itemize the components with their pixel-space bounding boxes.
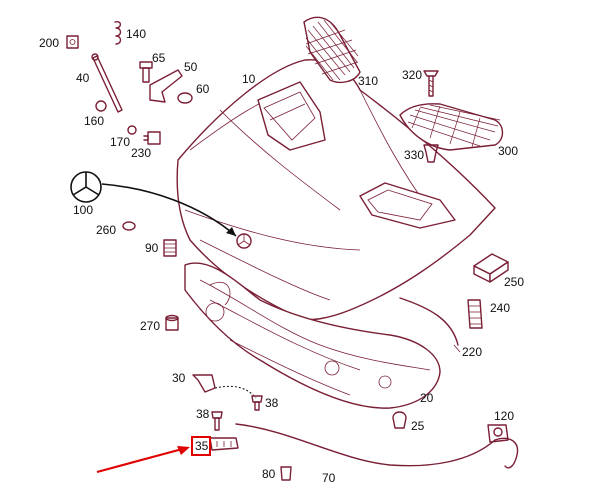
pad-260 bbox=[122, 221, 136, 231]
bolt-230 bbox=[143, 131, 161, 145]
support-rod-40 bbox=[91, 53, 123, 113]
callout-250: 250 bbox=[504, 275, 524, 289]
clip-25 bbox=[392, 411, 407, 429]
callout-310: 310 bbox=[358, 74, 378, 88]
callout-330: 330 bbox=[404, 148, 424, 162]
bushing-60 bbox=[177, 92, 193, 104]
callout-120: 120 bbox=[494, 409, 514, 423]
callout-60: 60 bbox=[196, 82, 210, 96]
callout-320: 320 bbox=[402, 68, 422, 82]
callout-25: 25 bbox=[411, 419, 425, 433]
seal-220 bbox=[399, 297, 461, 353]
grille-300 bbox=[399, 103, 504, 151]
callout-50: 50 bbox=[184, 60, 198, 74]
callout-240: 240 bbox=[490, 301, 510, 315]
callout-170: 170 bbox=[110, 135, 130, 149]
callout-300: 300 bbox=[498, 144, 518, 158]
emblem-arrow bbox=[101, 183, 237, 237]
highlight-box-35 bbox=[191, 436, 211, 456]
callout-40: 40 bbox=[76, 71, 90, 85]
highlight-arrow bbox=[96, 446, 187, 474]
highlight-arrow-head bbox=[177, 446, 190, 455]
bracket-30-link bbox=[214, 385, 257, 399]
spring-140 bbox=[114, 20, 122, 45]
grille-310 bbox=[303, 16, 361, 84]
hinge-50 bbox=[149, 69, 183, 103]
screw-38-right bbox=[251, 395, 263, 411]
callout-260: 260 bbox=[96, 223, 116, 237]
callout-70: 70 bbox=[322, 471, 336, 485]
callout-160: 160 bbox=[84, 114, 104, 128]
star-emblem bbox=[70, 171, 102, 203]
callout-30: 30 bbox=[172, 371, 186, 385]
callout-10: 10 bbox=[242, 72, 256, 86]
spring-240 bbox=[467, 299, 483, 329]
screw-38-left bbox=[211, 411, 223, 431]
hood-emblem-mount bbox=[236, 233, 252, 249]
washer-170 bbox=[127, 125, 137, 135]
release-cable-70 bbox=[235, 423, 519, 469]
callout-38-right: 38 bbox=[265, 396, 279, 410]
callout-80: 80 bbox=[262, 467, 276, 481]
bumper-90 bbox=[163, 239, 177, 257]
clip-330 bbox=[423, 144, 439, 163]
bracket-30 bbox=[192, 374, 216, 393]
clip-80 bbox=[280, 466, 292, 481]
stop-270 bbox=[165, 314, 179, 331]
callout-20: 20 bbox=[420, 391, 434, 405]
emblem-arrow-head bbox=[226, 227, 236, 236]
callout-90: 90 bbox=[145, 241, 159, 255]
block-250 bbox=[473, 253, 509, 283]
callout-200: 200 bbox=[39, 36, 59, 50]
callout-100: 100 bbox=[73, 203, 93, 217]
callout-38-left: 38 bbox=[196, 407, 210, 421]
callout-230: 230 bbox=[131, 146, 151, 160]
callout-220: 220 bbox=[462, 345, 482, 359]
hood-panel bbox=[176, 59, 496, 409]
handle-120 bbox=[487, 424, 509, 443]
callout-65: 65 bbox=[152, 51, 166, 65]
bolt-65 bbox=[139, 61, 153, 83]
callout-35: 35 bbox=[195, 439, 209, 453]
clip-200 bbox=[66, 35, 79, 49]
callout-270: 270 bbox=[140, 319, 160, 333]
latch-35 bbox=[209, 437, 239, 451]
callout-140: 140 bbox=[126, 27, 146, 41]
screw-320 bbox=[423, 70, 439, 97]
grommet-160 bbox=[95, 100, 107, 112]
